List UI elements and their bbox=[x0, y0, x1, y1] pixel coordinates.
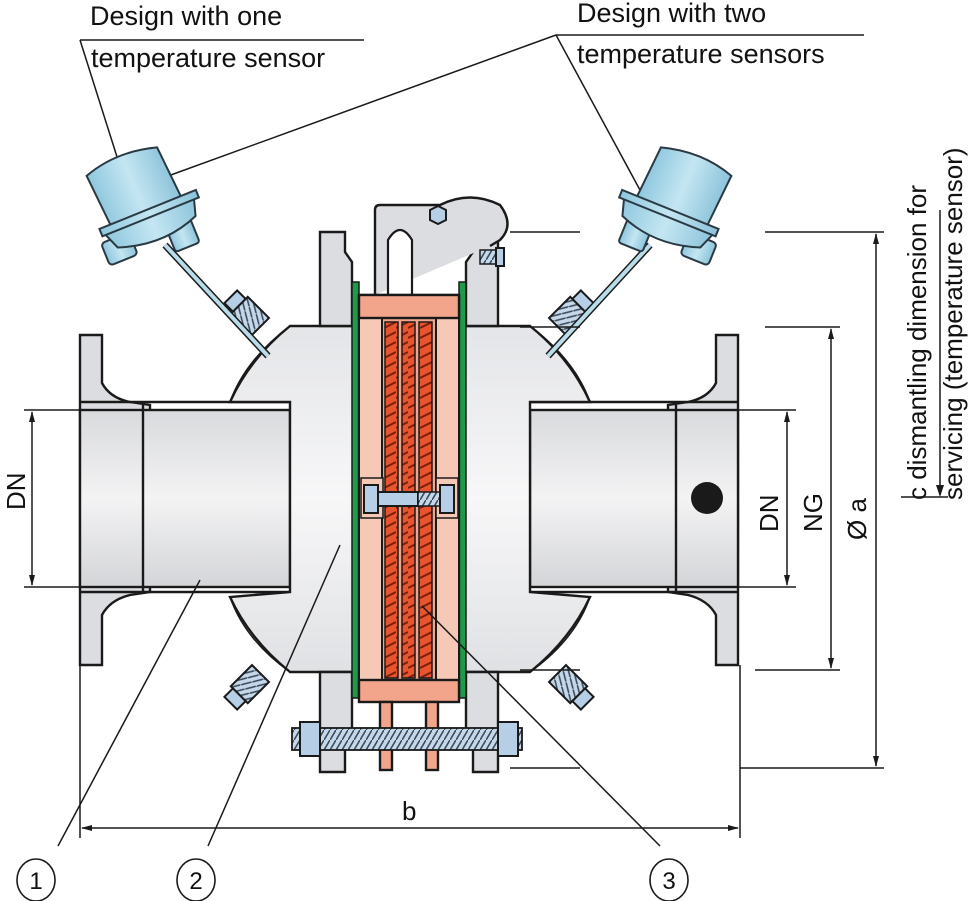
leader-one-sensor bbox=[79, 39, 119, 161]
dn-right-label: DN bbox=[754, 494, 784, 532]
tie-rod-nut-right bbox=[497, 721, 519, 757]
bracket-nut bbox=[429, 204, 447, 226]
right-nozzle bbox=[528, 333, 740, 667]
part-number-3: 3 bbox=[649, 858, 689, 901]
right-housing-flange-bottom bbox=[464, 670, 500, 774]
dismantling-dimension-label: c dismantling dimension for servicing (t… bbox=[902, 147, 968, 500]
callout-one-sensor-line2: temperature sensor bbox=[91, 43, 325, 73]
svg-text:3: 3 bbox=[662, 868, 675, 895]
leader-part-2 bbox=[207, 544, 341, 847]
callout-two-sensors-line1: Design with two bbox=[577, 0, 766, 28]
dismantling-arrow-head bbox=[936, 485, 944, 497]
svg-text:2: 2 bbox=[189, 868, 202, 895]
center-bolt-shaft bbox=[377, 491, 419, 507]
marker-dot bbox=[691, 482, 723, 514]
svg-text:1: 1 bbox=[29, 868, 42, 895]
callout-one-sensor-line1: Design with one bbox=[90, 1, 282, 31]
left-nozzle bbox=[78, 333, 292, 667]
temperature-sensor-left bbox=[85, 146, 271, 359]
leader-part-1 bbox=[57, 579, 201, 847]
leader-part-3 bbox=[421, 605, 661, 847]
tie-rod-nut-left bbox=[299, 721, 321, 757]
sensor-port-bottom-right bbox=[547, 663, 595, 711]
dismantling-line1: c dismantling dimension for bbox=[902, 185, 932, 500]
part-number-2: 2 bbox=[176, 858, 216, 901]
tie-rod bbox=[291, 727, 523, 751]
callout-two-sensors-line2: temperature sensors bbox=[577, 39, 825, 69]
dismantling-line2: servicing (temperature sensor) bbox=[938, 147, 968, 500]
sensor-port-bottom-left bbox=[223, 663, 271, 711]
leader-one-sensor-to-two bbox=[167, 34, 557, 177]
flame-arrester-element bbox=[357, 293, 461, 772]
temperature-sensor-right bbox=[545, 146, 733, 359]
b-label: b bbox=[402, 796, 416, 826]
left-housing-flange-bottom bbox=[318, 670, 354, 774]
diameter-a-label: Ø a bbox=[842, 498, 872, 540]
dn-left-label: DN bbox=[1, 472, 31, 510]
center-bolt-nut bbox=[439, 484, 455, 514]
ng-label: NG bbox=[798, 493, 828, 532]
sensor-port-top-left bbox=[223, 289, 271, 337]
part-number-1: 1 bbox=[16, 858, 56, 901]
left-housing-flange-top bbox=[318, 230, 354, 328]
leader-two-sensors bbox=[555, 34, 641, 191]
center-bolt-head bbox=[363, 484, 379, 514]
